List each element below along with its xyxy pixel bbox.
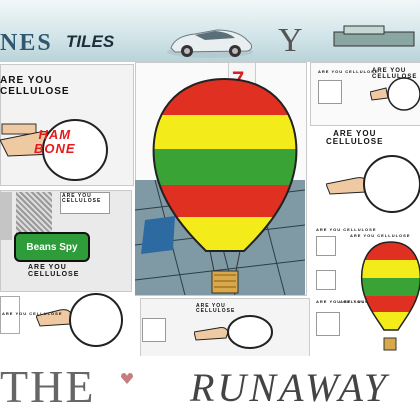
right-top-label-2: ARE YOU CELLULOSE	[372, 68, 418, 81]
spy-logo: Beans Spy	[14, 232, 90, 262]
car-icon	[167, 29, 253, 58]
center-bottom-thumb	[142, 318, 166, 342]
title-y: Y	[278, 22, 303, 59]
right-small-thumb-1	[316, 236, 336, 256]
hambone-text: HAM BONE	[34, 127, 76, 156]
bottom-left-label: ARE YOU CELLULOSE	[28, 264, 80, 279]
title-tiles: TILES	[66, 32, 115, 51]
center-bottom-label: ARE YOU CELLULOSE	[196, 303, 236, 315]
balloon-small-icon	[360, 241, 420, 351]
title-left: NES	[0, 30, 53, 56]
right-top-label: ARE YOU CELLULOSE	[318, 69, 379, 74]
hand-bubble-icon-2	[194, 315, 273, 349]
right-small-label-1: ARE YOU CELLULOSE	[316, 227, 377, 232]
footer-the: THE	[0, 361, 96, 412]
footer-runaway: RUNAWAY	[190, 365, 389, 410]
hand-icon	[0, 119, 108, 181]
left-top-label: ARE YOU CELLULOSE	[0, 75, 70, 97]
mid-left-small-panel	[60, 192, 110, 214]
right-small-label-3: ARE YOU CELLULOSE	[316, 299, 377, 304]
left-small-label-2: ARE YOU CELLULOSE	[2, 311, 63, 316]
gray-block	[0, 192, 12, 240]
right-small-thumb-3	[316, 312, 340, 336]
hand-bubble-icon-3	[370, 77, 420, 111]
balloon-icon	[152, 77, 298, 294]
hand-bubble-icon-4	[326, 155, 420, 213]
object-icon	[333, 25, 415, 47]
right-mid-label: ARE YOU CELLULOSE	[326, 129, 384, 147]
right-top-thumb	[318, 80, 342, 104]
right-small-label-2: ARE YOU CELLULOSE	[350, 233, 411, 238]
heart-mark-icon	[121, 373, 133, 384]
right-small-thumb-2	[316, 270, 336, 290]
mid-left-small-label: ARE YOU CELLULOSE	[62, 193, 102, 205]
hand-bubble-icon	[36, 293, 123, 347]
left-edge-thumb	[0, 296, 20, 334]
bottom-strip	[0, 356, 420, 420]
